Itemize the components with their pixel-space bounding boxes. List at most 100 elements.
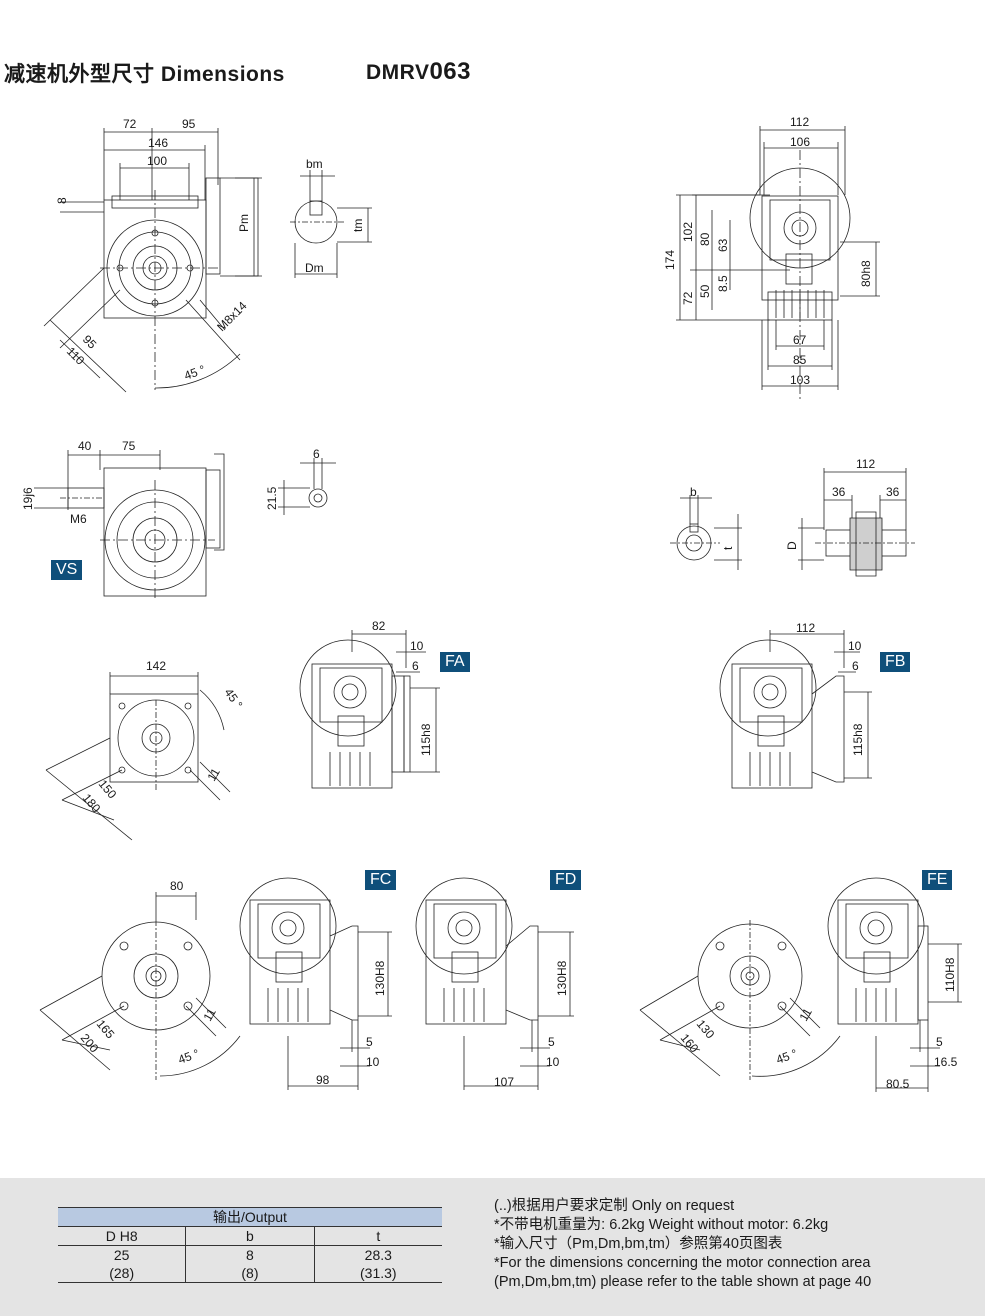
dim-8-5: 8.5 (716, 275, 730, 292)
round-flange-200 (39, 892, 241, 1080)
dim-142: 142 (146, 659, 166, 673)
dim-21-5: 21.5 (265, 486, 279, 510)
dim-102: 102 (681, 222, 695, 242)
dim-150: 150 (96, 777, 120, 802)
angle-45: 45 ° (182, 362, 207, 383)
side-view (676, 126, 880, 400)
col-header-b: b (185, 1226, 315, 1246)
cell-d: (28) (58, 1264, 186, 1283)
fa-view (299, 630, 440, 789)
dim-m6: M6 (70, 512, 87, 526)
title-text: 减速机外型尺寸 Dimensions (4, 63, 285, 86)
dim-200: 200 (78, 1031, 102, 1056)
tag-fc: FC (365, 870, 397, 890)
dim-40: 40 (78, 439, 92, 453)
dim-115h8-fb: 115h8 (851, 723, 865, 756)
dim-10-fc: 10 (366, 1055, 380, 1069)
model-code: DMRV063 (366, 58, 471, 86)
dim-36-left: 36 (832, 485, 846, 499)
dim-174: 174 (663, 250, 677, 270)
dim-8: 8 (55, 197, 69, 204)
dim-5-fe: 5 (936, 1035, 943, 1049)
dim-80-5: 80.5 (886, 1077, 910, 1091)
fe-view (827, 877, 962, 1092)
dim-67: 67 (793, 333, 807, 347)
note-line: *输入尺寸（Pm,Dm,bm,tm）参照第40页图表 (494, 1236, 783, 1252)
dim-160: 160 (678, 1031, 702, 1056)
dim-112: 112 (790, 115, 809, 129)
note-line: (..)根据用户要求定制 Only on request (494, 1198, 735, 1214)
dim-6: 6 (313, 447, 320, 461)
angle-45-round: 45 ° (176, 1046, 201, 1067)
square-flange-view (45, 672, 231, 841)
fc-view (239, 877, 392, 1090)
dim-5-fd: 5 (548, 1035, 555, 1049)
fb-view (719, 630, 872, 789)
dim-112-fb: 112 (796, 621, 815, 635)
cell-d: 25 (113, 1247, 130, 1263)
dim-63: 63 (716, 238, 730, 252)
dim-95-diag: 95 (80, 332, 100, 352)
dim-80: 80 (698, 232, 712, 246)
dim-103: 103 (790, 373, 810, 387)
dim-130h8-fc: 130H8 (373, 960, 387, 996)
dim-82: 82 (372, 619, 386, 633)
tag-fe: FE (922, 870, 953, 890)
output-table: 输出/Output D H8 b t 25 8 28.3 (28) (8) (3… (58, 1207, 442, 1283)
model-number: 063 (429, 58, 471, 85)
dim-dm: Dm (305, 261, 324, 275)
dim-130h8-fd: 130H8 (555, 960, 569, 996)
table-row: 25 8 28.3 (58, 1245, 442, 1264)
dim-130: 130 (694, 1017, 718, 1042)
dim-16-5: 16.5 (934, 1055, 958, 1069)
cell-t: 28.3 (364, 1247, 392, 1263)
tag-fa: FA (440, 652, 470, 672)
note-line: *不带电机重量为: 6.2kg Weight without motor: 6.… (494, 1217, 829, 1233)
output-bore-detail (670, 495, 742, 570)
notes-block: (..)根据用户要求定制 Only on request *不带电机重量为: 6… (494, 1197, 871, 1292)
dim-50: 50 (698, 284, 712, 298)
dim-t: t (721, 546, 735, 550)
dim-180: 180 (80, 791, 104, 816)
dim-115h8-fa: 115h8 (419, 723, 433, 756)
dim-80-round: 80 (170, 879, 184, 893)
dim-b: b (690, 485, 697, 499)
dim-72-side: 72 (681, 291, 695, 305)
dim-106: 106 (790, 135, 810, 149)
dim-75: 75 (122, 439, 136, 453)
dim-107: 107 (494, 1075, 514, 1089)
dim-98: 98 (316, 1073, 330, 1087)
round-flange-160 (639, 920, 841, 1080)
dim-tm: tm (351, 219, 365, 232)
dim-10-fb: 10 (848, 639, 862, 653)
tag-fb: FB (880, 652, 911, 672)
cell-t: (31.3) (314, 1264, 442, 1283)
dim-100: 100 (147, 154, 167, 168)
shaft-bore-detail (290, 170, 372, 278)
cell-b: 8 (185, 1245, 315, 1264)
cell-b: (8) (185, 1264, 315, 1283)
vs-view (34, 450, 225, 600)
technical-drawing: 72 95 146 100 8 Pm 95 110 M8x14 45 ° bm … (21, 115, 962, 1092)
dim-72: 72 (123, 117, 137, 131)
table-row: (28) (8) (31.3) (58, 1264, 442, 1283)
hollow-shaft-section (798, 468, 915, 577)
dim-146: 146 (148, 136, 168, 150)
note-line: (Pm,Dm,bm,tm) please refer to the table … (494, 1274, 872, 1290)
dim-10-fa: 10 (410, 639, 424, 653)
tag-fd: FD (550, 870, 582, 890)
dim-110h8: 110H8 (943, 957, 957, 992)
dim-110: 110 (64, 344, 88, 368)
dim-11-fe: 11 (796, 1005, 815, 1023)
dim-19j6: 19j6 (21, 487, 35, 510)
dim-112-shaft: 112 (856, 457, 875, 471)
dim-95: 95 (182, 117, 196, 131)
output-table-title: 输出/Output (58, 1207, 442, 1227)
model-prefix: DMRV (366, 61, 430, 84)
dim-m8x14: M8x14 (214, 299, 250, 335)
angle-45-flange: 45 ° (222, 686, 246, 712)
front-view (43, 128, 262, 393)
dim-85: 85 (793, 353, 807, 367)
tag-vs: VS (51, 560, 83, 580)
page-title: 减速机外型尺寸 Dimensions DMRV063 (4, 58, 471, 88)
